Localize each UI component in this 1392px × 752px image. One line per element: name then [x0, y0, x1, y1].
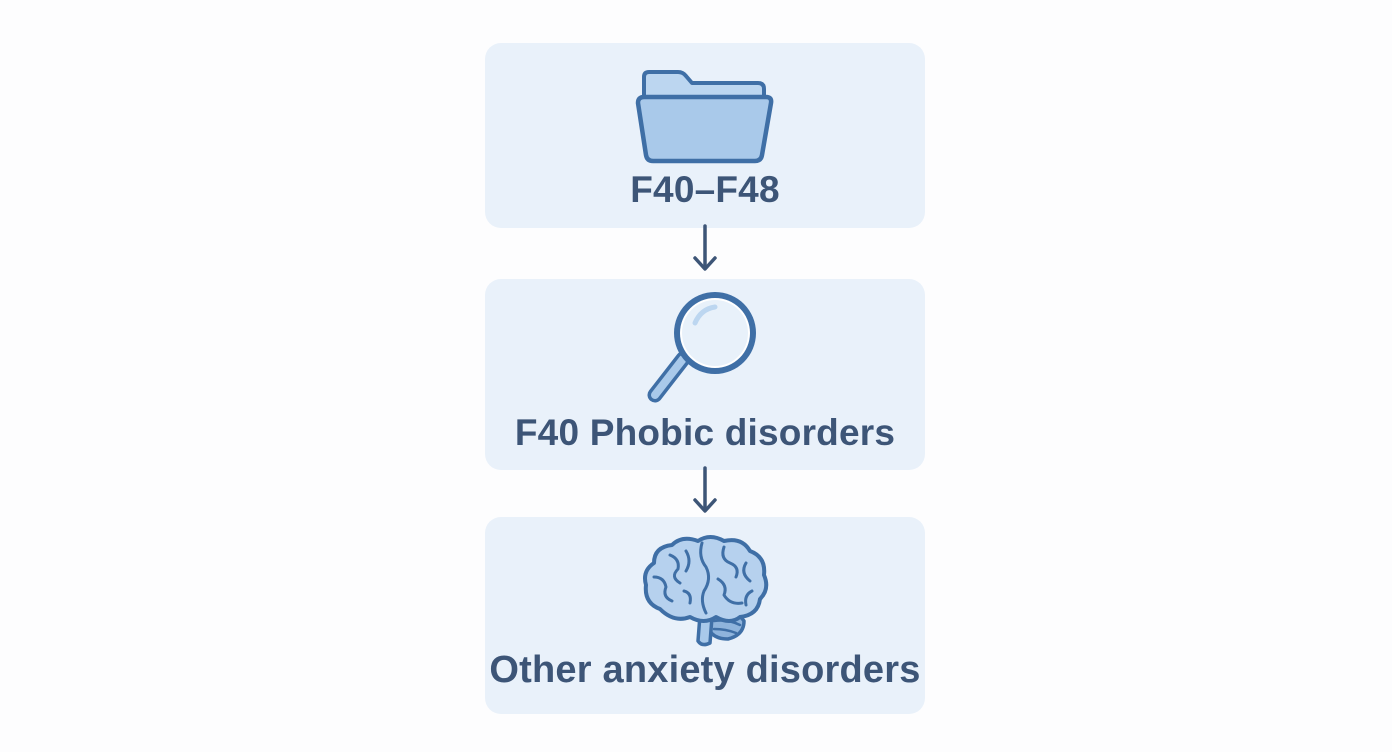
node-label: Other anxiety disorders [489, 649, 921, 691]
node-other-anxiety-disorders: Other anxiety disorders [485, 517, 925, 714]
node-phobic-disorders: F40 Phobic disorders [485, 279, 925, 470]
magnifying-glass-icon [647, 292, 756, 403]
brain-icon [643, 535, 769, 647]
node-label: F40–F48 [630, 169, 780, 210]
arrow-down-icon [693, 466, 717, 513]
node-category-range: F40–F48 [485, 43, 925, 228]
folder-icon [635, 70, 774, 164]
node-label: F40 Phobic disorders [514, 412, 896, 453]
arrow-down-icon [693, 224, 717, 271]
